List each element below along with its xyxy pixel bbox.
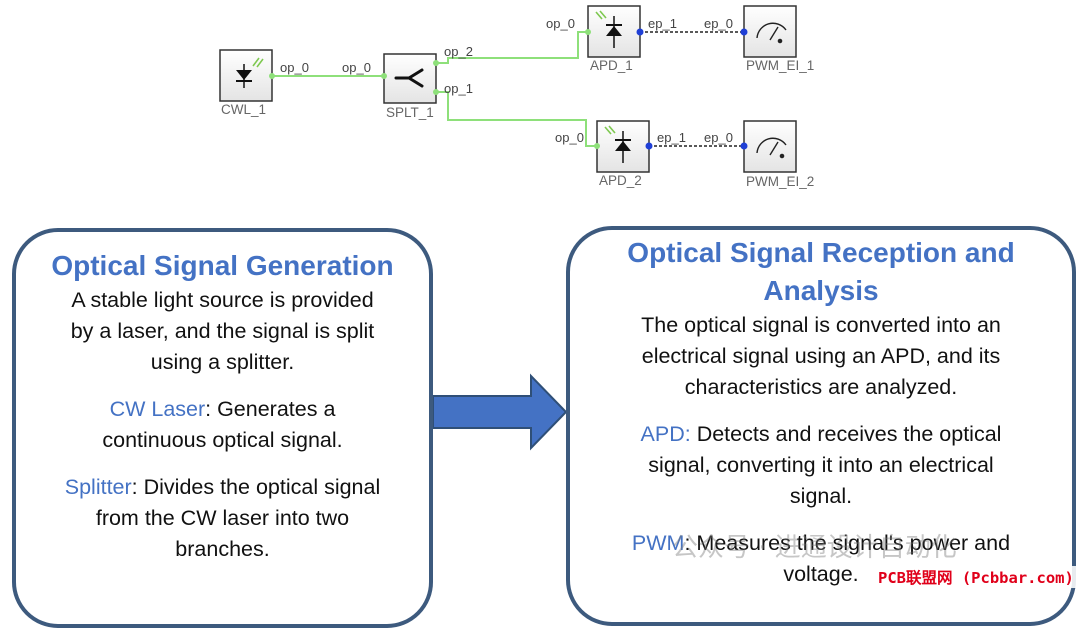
pwm2-block[interactable] <box>740 120 797 173</box>
splitter-in-port-label: op_0 <box>342 60 371 75</box>
generation-title: Optical Signal Generation <box>51 250 394 281</box>
optical-wires <box>272 31 597 147</box>
electrical-wires <box>640 31 744 147</box>
pwm1-in-port-label: ep_0 <box>704 16 733 31</box>
apd1-label: APD_1 <box>590 58 633 73</box>
generation-intro: A stable light source is provided by a l… <box>70 288 375 374</box>
voltage-meter-icon <box>756 137 787 159</box>
wire-splitter-to-apd1 <box>436 31 588 64</box>
splitter-icon <box>394 68 424 88</box>
cw-laser-block[interactable] <box>219 49 275 102</box>
reception-intro: The optical signal is converted into an … <box>641 313 1001 399</box>
splitter-label: SPLT_1 <box>386 105 434 120</box>
incident-light-icon <box>604 125 616 135</box>
site-watermark: PCB联盟网 (Pcbbar.com) <box>876 566 1076 588</box>
apd1-in-port-label: op_0 <box>546 16 575 31</box>
splitter-out1-port-label: op_1 <box>444 81 473 96</box>
wechat-watermark: 公众号 · 进通设计自动化 <box>672 533 957 563</box>
splitter-item: Splitter: Divides the optical signal fro… <box>64 475 381 561</box>
apd2-label: APD_2 <box>599 173 642 188</box>
pwm-term: PWM <box>631 531 685 555</box>
reception-title: Optical Signal Reception and Analysis <box>627 237 1015 306</box>
photodiode-icon <box>615 141 631 151</box>
pwm2-in-port-label: ep_0 <box>704 130 733 145</box>
pwm-desc: : Measures the signal's power and <box>684 531 1011 555</box>
splitter-block[interactable] <box>381 53 439 104</box>
cw-port-label: op_0 <box>280 60 309 75</box>
apd-item: APD: Detects and receives the optical si… <box>640 422 1002 508</box>
apd2-in-port-label: op_0 <box>555 130 584 145</box>
splitter-term: Splitter <box>64 475 132 499</box>
photodiode-icon <box>606 26 622 36</box>
flow-arrow <box>432 373 568 451</box>
apd2-out-port-label: ep_1 <box>657 130 686 145</box>
power-meter-icon <box>756 22 787 44</box>
pwm2-label: PWM_EI_2 <box>746 174 814 189</box>
splitter-desc: : Divides the optical signal <box>131 475 381 499</box>
wire-splitter-to-apd2 <box>436 91 597 147</box>
generation-box: Optical Signal Generation A stable light… <box>12 228 433 628</box>
apd1-block[interactable] <box>585 5 644 58</box>
apd-term: APD: <box>640 422 691 446</box>
pwm1-block[interactable] <box>740 5 797 58</box>
splitter-out2-port-label: op_2 <box>444 44 473 59</box>
apd1-out-port-label: ep_1 <box>648 16 677 31</box>
cw-laser-term: CW Laser <box>109 397 206 421</box>
cw-laser-item: CW Laser: Generates a continuous optical… <box>102 397 343 452</box>
incident-light-icon <box>595 10 607 20</box>
schematic-diagram: op_0 CWL_1 op_0 op_2 op_1 SPLT_1 op_0 ep… <box>219 5 814 451</box>
emission-rays-icon <box>252 57 264 68</box>
pwm-item: PWM: Measures the signal's power and vol… <box>631 531 1011 586</box>
pwm1-label: PWM_EI_1 <box>746 58 814 73</box>
cw-laser-desc: : Generates a <box>205 397 336 421</box>
reception-box: Optical Signal Reception and Analysis Th… <box>566 226 1076 626</box>
apd-desc: Detects and receives the optical <box>690 422 1002 446</box>
cw-laser-label: CWL_1 <box>221 102 266 117</box>
apd2-block[interactable] <box>594 120 653 173</box>
